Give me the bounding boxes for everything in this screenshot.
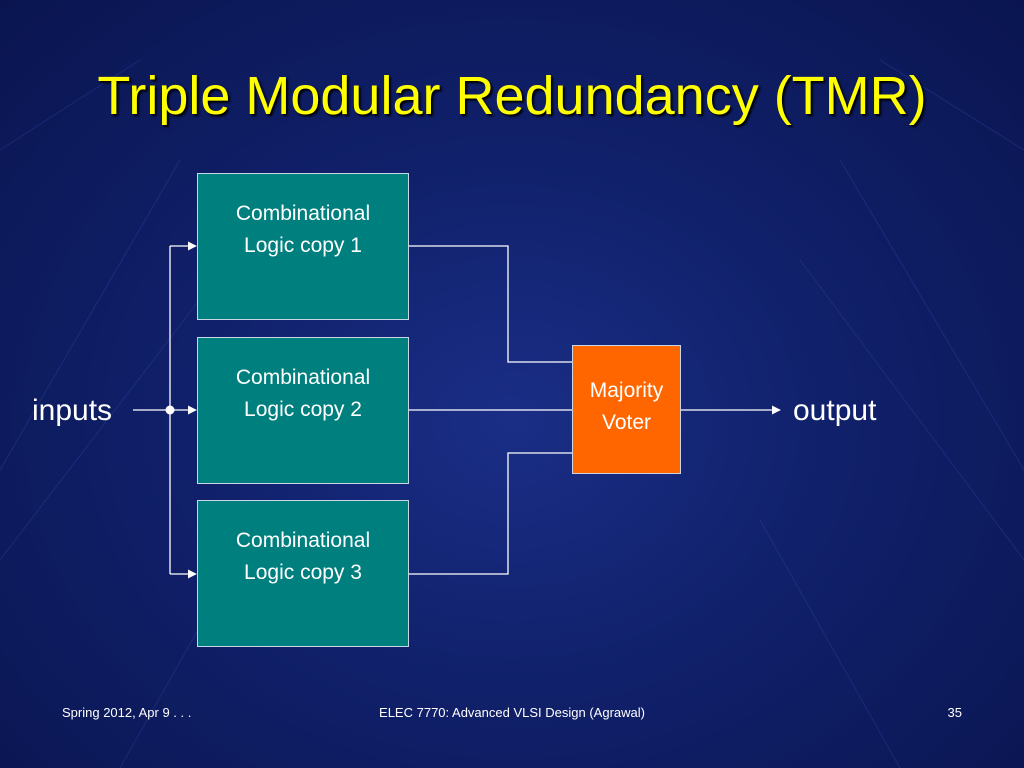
footer-course: ELEC 7770: Advanced VLSI Design (Agrawal… [379,705,645,720]
voter-line1: Majority [589,378,664,402]
logic-copy-2-line2: Logic copy 2 [244,397,362,421]
fanout-junction-dot [165,405,175,415]
copy-3-to-voter [409,452,572,575]
logic-copy-1: Combinational Logic copy 1 [197,173,409,320]
footer-page-number: 35 [947,705,962,720]
logic-copy-3-line2: Logic copy 3 [244,560,362,584]
copy-1-to-voter [409,245,572,363]
logic-copy-1-line2: Logic copy 1 [244,233,362,257]
logic-copy-3: Combinational Logic copy 3 [197,500,409,647]
majority-voter: Majority Voter [572,345,681,474]
logic-copy-2-line1: Combinational [235,365,371,389]
logic-copy-1-line1: Combinational [235,201,371,225]
logic-copy-2: Combinational Logic copy 2 [197,337,409,484]
footer-date: Spring 2012, Apr 9 . . . [62,705,192,720]
voter-line2: Voter [601,410,652,434]
output-label: output [793,394,877,427]
inputs-label: inputs [32,394,113,427]
logic-copy-3-line1: Combinational [235,528,371,552]
slide-title: Triple Modular Redundancy (TMR) [97,66,927,126]
